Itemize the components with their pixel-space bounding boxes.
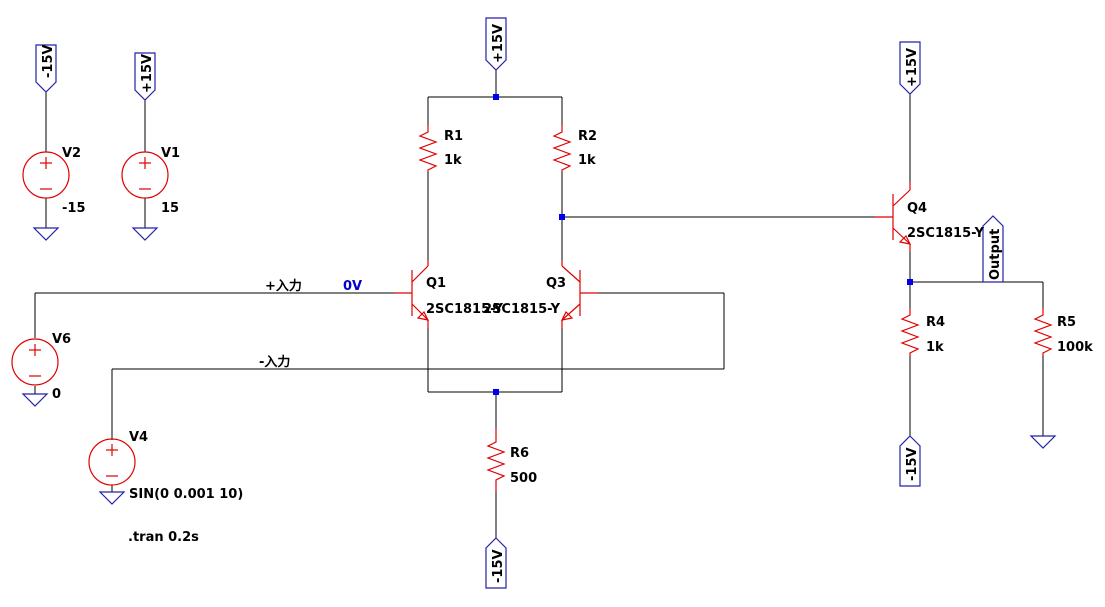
resistor-r5: R5 100k <box>1033 308 1093 356</box>
r1-name: R1 <box>444 129 463 144</box>
ground-icon-v1 <box>131 227 159 241</box>
r5-name: R5 <box>1057 315 1076 330</box>
transistor-q4: Q4 2SC1815-Y <box>875 182 985 252</box>
voltage-source-v1: V1 15 <box>121 146 180 216</box>
v1-value: 15 <box>161 201 179 216</box>
voltage-source-v4: V4 SIN(0 0.001 10) <box>88 430 243 502</box>
output-net-flag: Output <box>982 215 1004 283</box>
r6-value: 500 <box>510 471 537 486</box>
minus-input-label: -入力 <box>259 354 290 370</box>
v1-name: V1 <box>161 146 180 161</box>
q4-name: Q4 <box>907 201 927 216</box>
power-flag-top-center-label: +15V <box>491 24 506 63</box>
junction-q4-base <box>559 214 565 220</box>
ground-icon-v4 <box>98 491 126 505</box>
r2-name: R2 <box>578 129 597 144</box>
r6-name: R6 <box>510 446 529 461</box>
q4-model: 2SC1815-Y <box>907 226 985 241</box>
junctions <box>493 94 913 395</box>
power-flag-top-center: +15V <box>485 17 507 71</box>
resistor-r4: R4 1k <box>900 308 945 356</box>
junction-tail <box>493 389 499 395</box>
power-flag-v1: +15V <box>134 52 156 101</box>
resistor-r6: R6 500 <box>486 428 537 492</box>
power-flag-top-right: +15V <box>899 41 921 95</box>
v4-value: SIN(0 0.001 10) <box>129 487 243 502</box>
output-net-label: Output <box>988 229 1003 280</box>
q1-name: Q1 <box>426 276 446 291</box>
voltage-source-v2: V2 -15 <box>22 146 86 216</box>
tran-directive: .tran 0.2s <box>128 530 199 545</box>
power-flag-v2: -15V <box>35 44 57 93</box>
ground-icon-v6 <box>21 393 49 407</box>
r1-value: 1k <box>444 153 462 168</box>
plus-input-label: +入力 <box>265 278 302 294</box>
junction-top-rail <box>493 94 499 100</box>
q1-model: 2SC1815-Y <box>426 302 504 317</box>
zero-v-label: 0V <box>343 279 362 294</box>
r4-value: 1k <box>926 340 944 355</box>
v6-value: 0 <box>52 387 61 402</box>
junction-output <box>907 279 913 285</box>
r4-name: R4 <box>926 315 945 330</box>
voltage-source-v6: V6 0 <box>11 332 71 402</box>
ground-icon-r5 <box>1029 435 1057 449</box>
transistor-q3: Q3 2SC1815-Y <box>483 260 598 328</box>
power-flag-top-right-label: +15V <box>905 48 920 87</box>
power-flag-v2-label: -15V <box>41 44 56 78</box>
transistor-q1: Q1 2SC1815-Y <box>395 260 504 328</box>
q3-name: Q3 <box>546 276 566 291</box>
resistor-r1: R1 1k <box>418 125 463 172</box>
v2-value: -15 <box>62 201 86 216</box>
power-flag-bottom-center: -15V <box>485 537 507 589</box>
v4-name: V4 <box>129 430 148 445</box>
power-flag-bottom-right: -15V <box>899 435 921 487</box>
ground-symbols <box>21 227 1057 505</box>
q3-model: 2SC1815-Y <box>483 302 561 317</box>
r2-value: 1k <box>578 153 596 168</box>
power-flag-v1-label: +15V <box>140 54 155 93</box>
ground-icon-v2 <box>32 227 60 241</box>
power-flag-bottom-center-label: -15V <box>491 549 506 583</box>
resistor-r2: R2 1k <box>552 125 597 172</box>
power-flag-bottom-right-label: -15V <box>905 447 920 481</box>
v6-name: V6 <box>52 332 71 347</box>
v2-name: V2 <box>62 146 81 161</box>
r5-value: 100k <box>1057 340 1093 355</box>
